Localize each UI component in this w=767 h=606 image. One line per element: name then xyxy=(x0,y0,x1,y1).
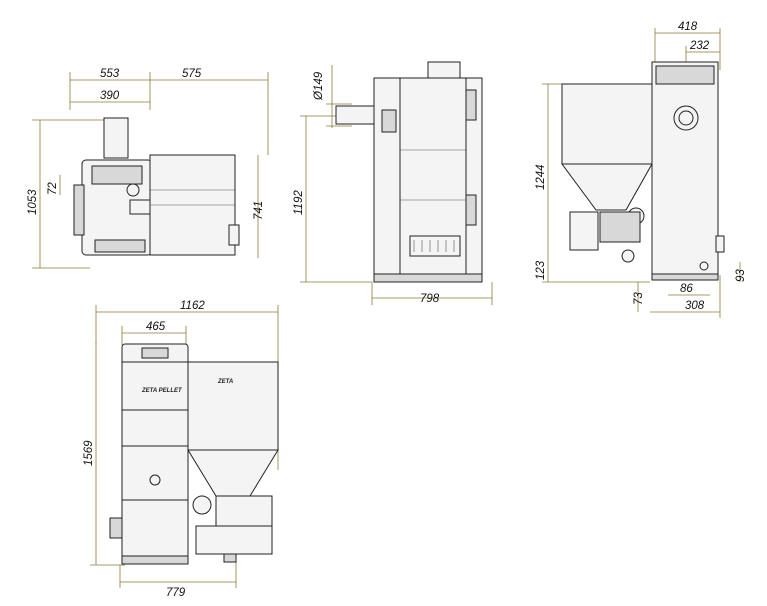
hopper-top-lid-hinge xyxy=(228,224,240,246)
dim-86: 86 xyxy=(680,283,693,295)
dim-1244: 1244 xyxy=(535,164,547,190)
side-view: Ø149 1192 798 xyxy=(293,61,493,305)
side-flue-pipe xyxy=(335,105,375,125)
end-hopper-funnel xyxy=(561,163,653,211)
end-hopper-upper xyxy=(561,83,653,165)
boiler-top-flange xyxy=(126,183,140,197)
front-motor xyxy=(192,495,212,515)
front-feeder-box xyxy=(215,495,273,527)
dim-1569: 1569 xyxy=(83,440,95,466)
side-handle-top xyxy=(465,89,477,121)
dim-1192: 1192 xyxy=(293,190,305,215)
side-handle-bottom xyxy=(465,194,477,226)
dim-232: 232 xyxy=(689,40,710,52)
dim-553: 553 xyxy=(100,68,120,80)
front-hopper-upper xyxy=(187,361,279,451)
hopper-logo: ZETA xyxy=(217,379,233,385)
front-foot xyxy=(223,553,237,563)
side-base xyxy=(373,273,483,283)
end-burner-box xyxy=(569,211,599,251)
front-sight-glass xyxy=(149,474,161,486)
dim-123: 123 xyxy=(535,260,547,280)
front-base xyxy=(121,555,189,565)
end-auger xyxy=(599,211,641,243)
dim-308: 308 xyxy=(685,300,705,312)
boiler-top-base xyxy=(94,239,146,253)
end-drain xyxy=(699,261,709,271)
dim-390: 390 xyxy=(100,90,120,102)
dim-465: 465 xyxy=(146,321,166,333)
end-boiler-body xyxy=(651,61,719,277)
boiler-top-cover xyxy=(91,165,143,185)
top-view: 553 575 390 1053 72 741 xyxy=(27,68,269,269)
side-grill xyxy=(409,235,461,257)
boiler-top-handle xyxy=(73,184,85,236)
end-base xyxy=(651,273,719,281)
dim-779: 779 xyxy=(166,587,186,599)
dim-1053: 1053 xyxy=(27,189,39,215)
dim-418: 418 xyxy=(678,21,698,33)
front-logo: ZETA PELLET xyxy=(141,388,183,394)
front-display xyxy=(141,347,169,359)
end-fan xyxy=(621,249,635,263)
end-flue-inner xyxy=(678,110,694,126)
dim-93: 93 xyxy=(735,269,747,282)
dim-798: 798 xyxy=(420,293,440,305)
dim-149: Ø149 xyxy=(313,71,325,101)
front-burner-housing xyxy=(195,525,273,555)
flue-pipe xyxy=(103,117,129,159)
dim-1162: 1162 xyxy=(180,300,205,312)
end-view: 418 232 1244 123 93 73 86 308 xyxy=(535,21,747,318)
side-connector xyxy=(381,109,397,133)
front-boiler-body xyxy=(121,343,189,563)
dim-741: 741 xyxy=(253,201,265,220)
dim-575: 575 xyxy=(182,68,202,80)
front-hopper-funnel xyxy=(187,449,279,497)
front-view: 1162 465 1569 779 ZETA PELLET ZETA xyxy=(83,300,279,599)
dim-72: 72 xyxy=(47,182,59,195)
end-side-port xyxy=(715,235,725,253)
side-top-cap xyxy=(427,61,461,79)
front-side-connector xyxy=(109,517,123,539)
dim-73: 73 xyxy=(633,292,645,305)
end-control-panel xyxy=(655,65,715,85)
